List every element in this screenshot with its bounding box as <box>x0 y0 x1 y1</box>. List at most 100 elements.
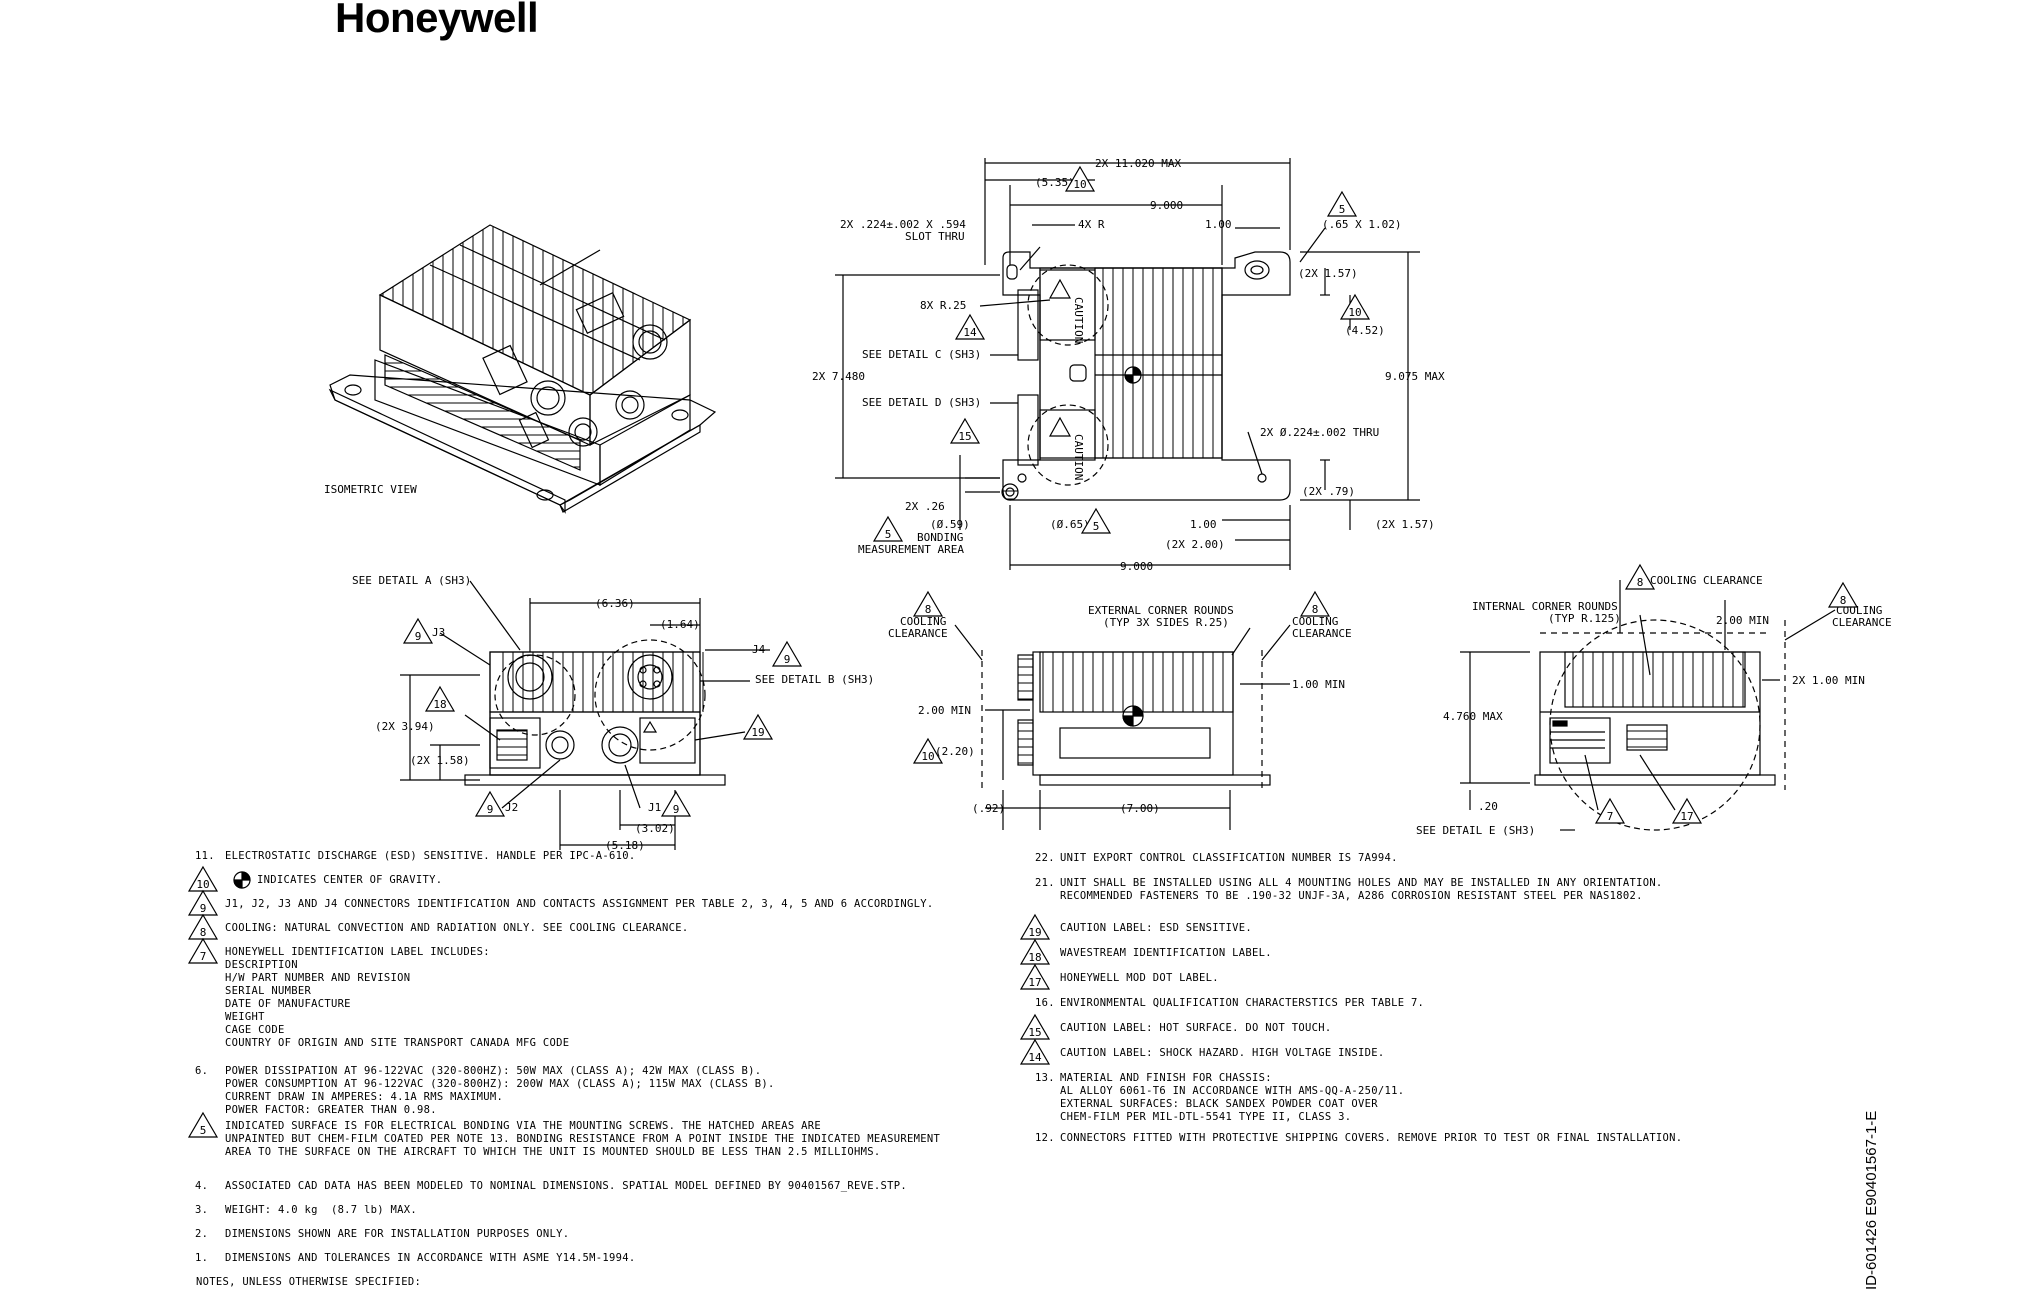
left-note-flag-label: 7 <box>200 950 207 963</box>
left-note-flag-1: 10 <box>187 865 219 892</box>
flag-triangle-label: 18 <box>433 698 446 711</box>
dim-2x-1-57-top: (2X 1.57) <box>1298 267 1358 280</box>
note-text: CAUTION LABEL: HOT SURFACE. DO NOT TOUCH… <box>1060 1022 1332 1034</box>
flag-triangle-label: 19 <box>751 726 764 739</box>
notes-footer: NOTES, UNLESS OTHERWISE SPECIFIED: <box>196 1276 422 1288</box>
right-note-flag-label: 19 <box>1028 926 1041 939</box>
ext-corner-rounds-1: EXTERNAL CORNER ROUNDS <box>1088 604 1234 617</box>
honeywell-logo: Honeywell <box>335 0 539 41</box>
dim-4x-r: 4X R <box>1078 218 1105 231</box>
left-note-flag-6: 5 <box>187 1111 219 1138</box>
dim-2x-1-57-bot: (2X 1.57) <box>1375 518 1435 531</box>
bonding-label-1: BONDING <box>917 531 963 544</box>
note-text: CAUTION LABEL: SHOCK HAZARD. HIGH VOLTAG… <box>1060 1047 1385 1059</box>
note-text: INDICATED SURFACE IS FOR ELECTRICAL BOND… <box>225 1120 941 1158</box>
flag-triangle-label: 8 <box>1312 603 1319 616</box>
flag-triangle-label: 7 <box>1607 810 1614 823</box>
flag-triangle-16: 8 <box>1827 581 1859 608</box>
flag-triangle-label: 9 <box>415 630 422 643</box>
right-note-flag-label: 17 <box>1028 976 1041 989</box>
flag-triangle-11: 9 <box>474 790 506 817</box>
dim-slot-thru-1: 2X .224±.002 X .594 <box>840 218 966 231</box>
cooling-right-1: COOLING <box>1292 615 1338 628</box>
int-corner-rounds-2: (TYP R.125) <box>1548 612 1621 625</box>
note-text: MATERIAL AND FINISH FOR CHASSIS: AL ALLO… <box>1060 1072 1405 1123</box>
flag-triangle-17: 10 <box>912 737 944 764</box>
note-number: 6. <box>195 1065 209 1077</box>
ext-corner-rounds-2: (TYP 3X SIDES R.25) <box>1103 616 1229 629</box>
end-view <box>1460 580 1836 831</box>
flag-triangle-6: 5 <box>1080 507 1112 534</box>
dim-8x-r: 8X R.25 <box>920 299 966 312</box>
flag-triangle-4: 15 <box>949 417 981 444</box>
dim-2x-2-00: (2X 2.00) <box>1165 538 1225 551</box>
flag-triangle-3: 14 <box>954 313 986 340</box>
int-corner-rounds-1: INTERNAL CORNER ROUNDS <box>1472 600 1618 613</box>
note-text: WEIGHT: 4.0 kg (8.7 lb) MAX. <box>225 1204 418 1216</box>
dim-5-35: (5.35) <box>1035 176 1075 189</box>
note-number: 3. <box>195 1204 209 1216</box>
side-view-labels: EXTERNAL CORNER ROUNDS (TYP 3X SIDES R.2… <box>888 604 1352 815</box>
right-note-flag-label: 15 <box>1028 1026 1041 1039</box>
note-text: UNIT SHALL BE INSTALLED USING ALL 4 MOUN… <box>1060 877 1663 902</box>
dim-1-00-min: 1.00 MIN <box>1292 678 1345 691</box>
connector-j1-label: J1 <box>648 801 661 814</box>
connector-j4-label: J4 <box>752 643 766 656</box>
note-number: 11. <box>195 850 215 862</box>
front-view <box>400 580 770 850</box>
flag-triangle-label: 9 <box>784 653 791 666</box>
side-view <box>954 624 1291 830</box>
note-text: ENVIRONMENTAL QUALIFICATION CHARACTERSTI… <box>1060 997 1425 1009</box>
dim-9-000-bot: 9.000 <box>1120 560 1153 573</box>
top-view-labels: 2X 11.020 MAX (5.35) 9.000 1.00 (.65 X 1… <box>812 157 1445 573</box>
note-text: HONEYWELL IDENTIFICATION LABEL INCLUDES:… <box>225 946 570 1049</box>
dim-2x-1-00-min: 2X 1.00 MIN <box>1792 674 1865 687</box>
note-text: UNIT EXPORT CONTROL CLASSIFICATION NUMBE… <box>1060 852 1398 864</box>
note-text: COOLING: NATURAL CONVECTION AND RADIATIO… <box>225 922 689 934</box>
dim-4-760: 4.760 MAX <box>1443 710 1503 723</box>
flag-triangle-1: 5 <box>1326 190 1358 217</box>
dim-2x-79: (2X .79) <box>1302 485 1355 498</box>
flag-triangle-10: 19 <box>742 713 774 740</box>
caution-label-bottom: CAUTION <box>1072 434 1085 480</box>
flag-triangle-2: 10 <box>1339 293 1371 320</box>
see-detail-c: SEE DETAIL C (SH3) <box>862 348 981 361</box>
flag-triangle-15: 8 <box>1624 563 1656 590</box>
note-number: 1. <box>195 1252 209 1264</box>
dim-0-65: (Ø.65) <box>1050 518 1090 531</box>
dim-2-00-min-end: 2.00 MIN <box>1716 614 1769 627</box>
cooling-end-2: CLEARANCE <box>1832 616 1892 629</box>
note-text: HONEYWELL MOD DOT LABEL. <box>1060 972 1219 984</box>
dim-thru-hole: 2X Ø.224±.002 THRU <box>1260 426 1379 439</box>
dim-2-20: (2.20) <box>935 745 975 758</box>
flag-triangle-label: 10 <box>1348 306 1361 319</box>
note-text: CAUTION LABEL: ESD SENSITIVE. <box>1060 922 1253 934</box>
isometric-view-label: ISOMETRIC VIEW <box>324 483 417 496</box>
right-note-flag-4: 17 <box>1019 963 1051 990</box>
note-text: DIMENSIONS SHOWN ARE FOR INSTALLATION PU… <box>225 1228 570 1240</box>
dim-6-36: (6.36) <box>595 597 635 610</box>
left-note-flag-label: 9 <box>200 902 207 915</box>
dim-9-000-top: 9.000 <box>1150 199 1183 212</box>
note-number: 21. <box>1035 877 1055 889</box>
flag-triangle-9: 18 <box>424 685 456 712</box>
end-view-labels: COOLING CLEARANCE INTERNAL CORNER ROUNDS… <box>1416 574 1892 837</box>
dim-3-02: (3.02) <box>635 822 675 835</box>
note-text: WAVESTREAM IDENTIFICATION LABEL. <box>1060 947 1272 959</box>
right-note-flag-label: 14 <box>1028 1051 1042 1064</box>
see-detail-b: SEE DETAIL B (SH3) <box>755 673 874 686</box>
flag-triangle-label: 8 <box>1637 576 1644 589</box>
flag-triangle-label: 5 <box>1093 520 1100 533</box>
see-detail-a: SEE DETAIL A (SH3) <box>352 574 471 587</box>
left-note-flag-4: 7 <box>187 937 219 964</box>
flag-triangle-19: 17 <box>1671 797 1703 824</box>
flag-triangle-label: 10 <box>1073 178 1086 191</box>
dim-overall-width: 2X 11.020 MAX <box>1095 157 1181 170</box>
caution-label-top: CAUTION <box>1072 297 1085 343</box>
cooling-left-2: CLEARANCE <box>888 627 948 640</box>
see-detail-d: SEE DETAIL D (SH3) <box>862 396 981 409</box>
note-text: DIMENSIONS AND TOLERANCES IN ACCORDANCE … <box>225 1252 636 1264</box>
flag-triangle-label: 9 <box>487 803 494 816</box>
dim-2x-26: 2X .26 <box>905 500 945 513</box>
